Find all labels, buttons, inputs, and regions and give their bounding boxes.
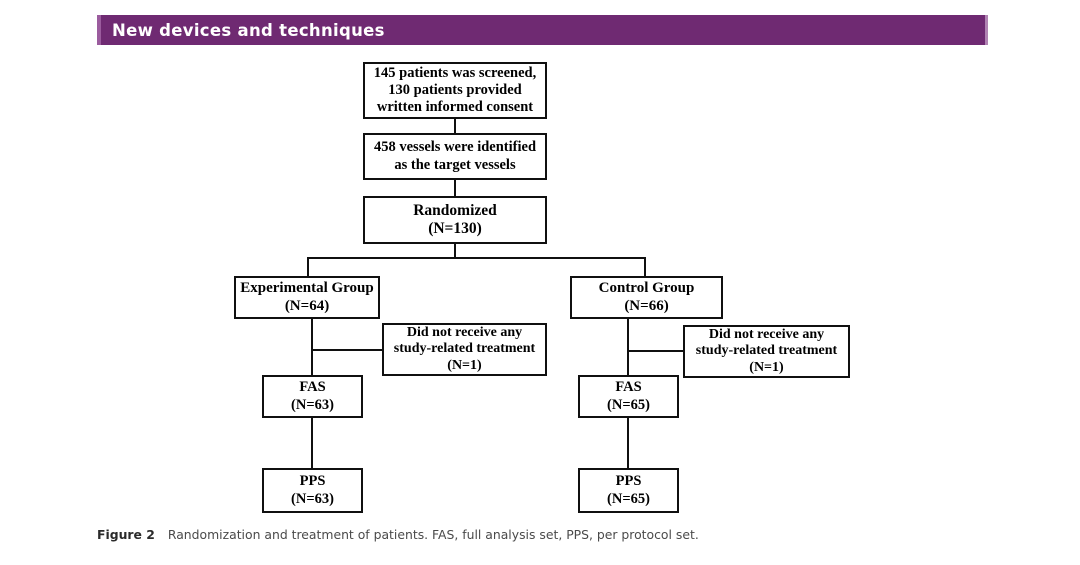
figure-caption-label: Figure 2 bbox=[97, 527, 155, 542]
figure-caption-text: Randomization and treatment of patients.… bbox=[167, 527, 699, 542]
node-experimental-excluded-line-1: Did not receive any bbox=[406, 324, 523, 340]
node-randomized-label: Randomized bbox=[413, 201, 497, 219]
node-screened-line-2: 130 patients provided bbox=[388, 81, 522, 98]
node-vessels-line-2: as the target vessels bbox=[394, 156, 516, 173]
connector-randomized-stem bbox=[454, 244, 457, 259]
connector-split-to-experimental-group bbox=[307, 257, 310, 277]
node-control-group: Control Group (N=66) bbox=[570, 276, 723, 319]
node-control-excluded-count: (N=1) bbox=[749, 359, 784, 375]
node-experimental-excluded-line-2: study-related treatment bbox=[393, 341, 536, 357]
connector-screened-to-vessels bbox=[454, 119, 457, 134]
connector-experimental-to-exclusion bbox=[311, 349, 384, 352]
node-experimental-excluded-count: (N=1) bbox=[447, 357, 482, 373]
node-control-excluded-line-2: study-related treatment bbox=[695, 343, 838, 359]
node-control-fas-label: FAS bbox=[615, 379, 642, 396]
node-control-fas-count: (N=65) bbox=[607, 396, 650, 413]
node-vessels-line-1: 458 vessels were identified bbox=[373, 139, 537, 156]
node-control-pps-label: PPS bbox=[615, 473, 642, 490]
node-control-pps-count: (N=65) bbox=[607, 490, 650, 507]
node-control-pps: PPS (N=65) bbox=[578, 468, 679, 513]
node-control-excluded-line-1: Did not receive any bbox=[708, 326, 825, 342]
node-experimental-pps: PPS (N=63) bbox=[262, 468, 363, 513]
node-screened-line-3: written informed consent bbox=[376, 99, 534, 116]
figure-caption: Figure 2 Randomization and treatment of p… bbox=[97, 527, 997, 542]
section-header-banner: New devices and techniques bbox=[97, 15, 988, 45]
connector-control-fas-to-pps bbox=[627, 418, 630, 469]
node-screened: 145 patients was screened, 130 patients … bbox=[363, 62, 547, 119]
node-control-fas: FAS (N=65) bbox=[578, 375, 679, 418]
node-randomized-count: (N=130) bbox=[428, 220, 482, 237]
node-experimental-fas-count: (N=63) bbox=[291, 396, 334, 413]
node-experimental-fas: FAS (N=63) bbox=[262, 375, 363, 418]
connector-randomization-split-bar bbox=[307, 257, 646, 260]
node-control-group-label: Control Group bbox=[598, 279, 695, 296]
node-experimental-group: Experimental Group (N=64) bbox=[234, 276, 380, 319]
connector-vessels-to-randomized bbox=[454, 180, 457, 197]
node-experimental-excluded: Did not receive any study-related treatm… bbox=[382, 323, 547, 376]
node-experimental-pps-label: PPS bbox=[299, 473, 326, 490]
node-experimental-fas-label: FAS bbox=[299, 379, 326, 396]
connector-control-group-spine bbox=[627, 318, 630, 376]
section-header-title: New devices and techniques bbox=[112, 20, 385, 40]
node-experimental-pps-count: (N=63) bbox=[291, 490, 334, 507]
node-randomized: Randomized (N=130) bbox=[363, 196, 547, 244]
connector-experimental-group-spine bbox=[311, 318, 314, 376]
node-experimental-group-label: Experimental Group bbox=[240, 279, 374, 296]
connector-control-to-exclusion bbox=[627, 350, 685, 353]
node-screened-line-1: 145 patients was screened, bbox=[373, 64, 537, 81]
connector-experimental-fas-to-pps bbox=[311, 418, 314, 469]
connector-split-to-control-group bbox=[644, 257, 647, 277]
node-control-excluded: Did not receive any study-related treatm… bbox=[683, 325, 850, 378]
node-experimental-group-count: (N=64) bbox=[284, 297, 330, 314]
node-vessels-identified: 458 vessels were identified as the targe… bbox=[363, 133, 547, 180]
node-control-group-count: (N=66) bbox=[624, 297, 669, 314]
